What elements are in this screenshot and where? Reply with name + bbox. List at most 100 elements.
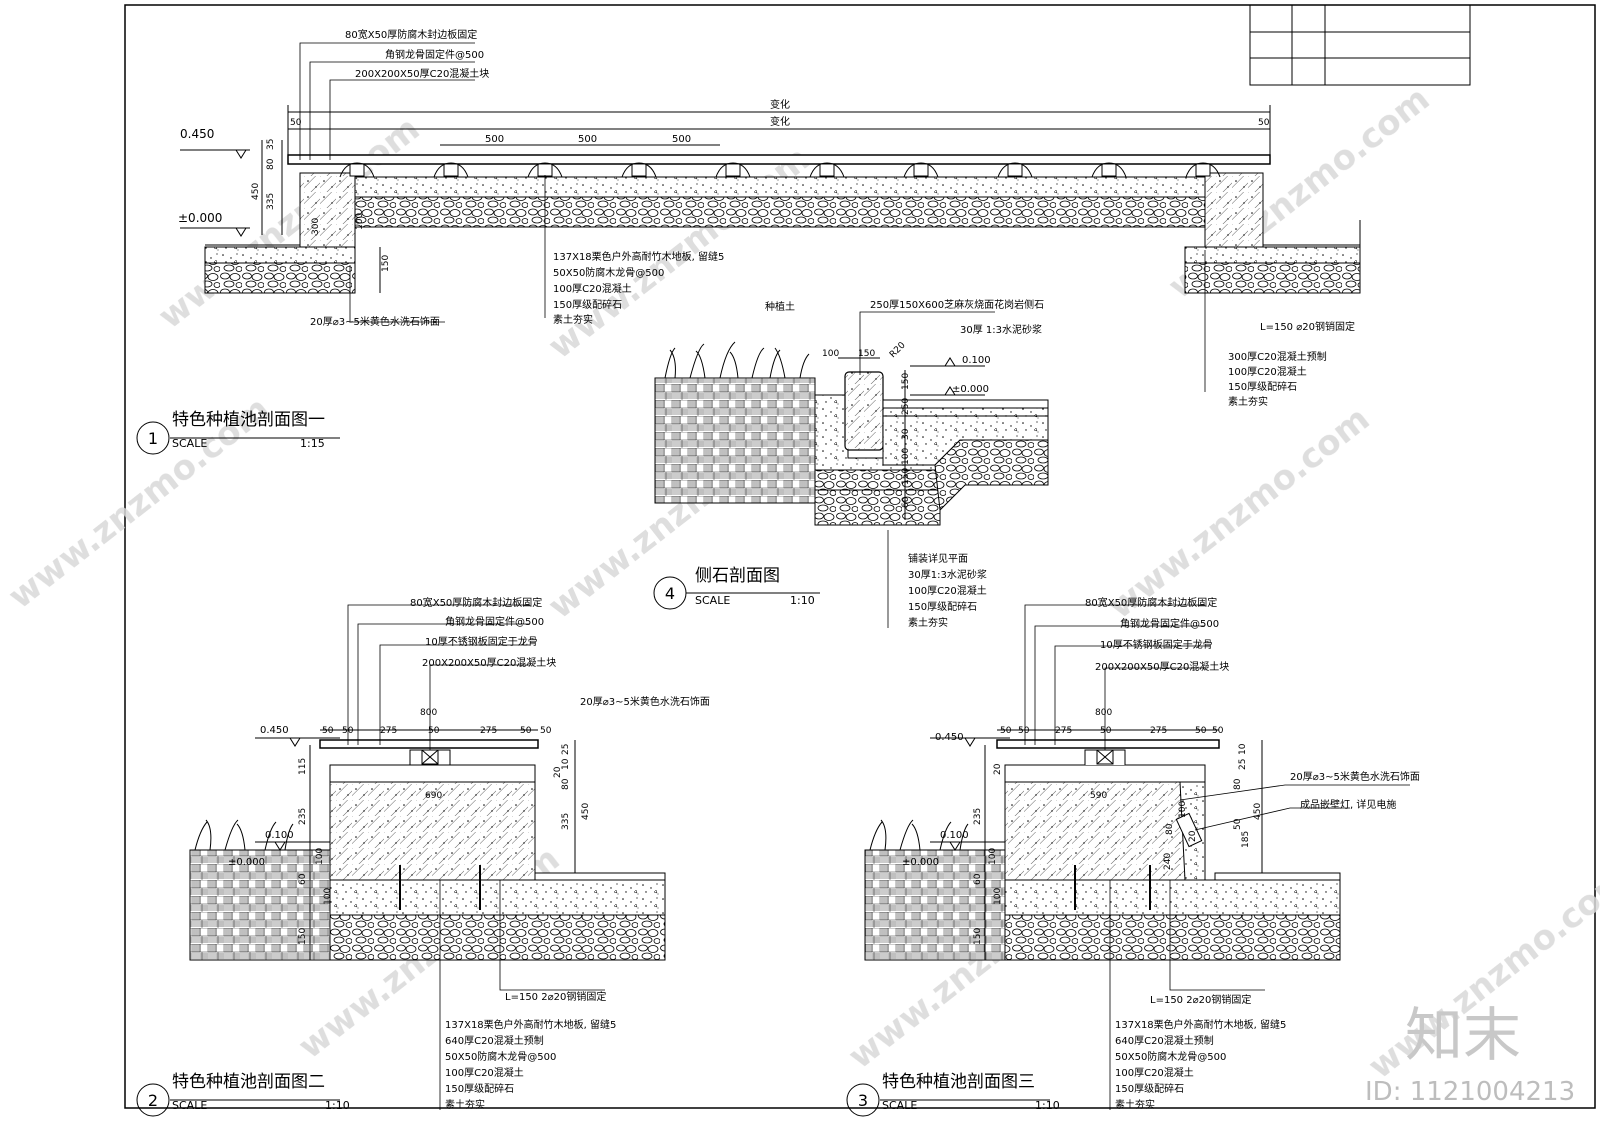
concrete-block xyxy=(621,162,657,178)
material-label: 100厚C20混凝土 xyxy=(445,1066,524,1079)
dimension-text: 80 xyxy=(1165,823,1175,835)
wood-joist xyxy=(913,163,929,177)
material-label: 30厚 1:3水泥砂浆 xyxy=(960,323,1042,336)
concrete-block xyxy=(997,162,1033,178)
section-number: 4 xyxy=(665,584,675,603)
concrete-block xyxy=(433,162,469,178)
scale-value: 1:15 xyxy=(300,437,325,450)
dimension-text: 10 xyxy=(1238,743,1248,755)
dimension-text: 变化 xyxy=(770,115,790,128)
dimension-text: 235 xyxy=(973,808,983,825)
dimension-text: 800 xyxy=(420,708,437,718)
scale-label: SCALE xyxy=(695,594,730,607)
wood-joist xyxy=(819,163,835,177)
dimension-text: 10 xyxy=(561,758,571,770)
dimension-text: 150 xyxy=(901,373,911,390)
material-label: 250厚150X600芝麻灰烧面花岗岩侧石 xyxy=(870,298,1044,311)
material-label: 150厚级配碎石 xyxy=(1115,1082,1184,1095)
material-label: 137X18栗色户外高耐竹木地板, 留缝5 xyxy=(445,1018,616,1031)
section-number: 2 xyxy=(148,1091,158,1110)
wood-joist xyxy=(1195,163,1211,177)
material-label: 80宽X50厚防腐木封边板固定 xyxy=(410,596,542,609)
level-mark: ±0.000 xyxy=(228,857,265,868)
material-label: 角钢龙骨固定件@500 xyxy=(385,48,484,61)
material-label: 20厚⌀3~5米黄色水洗石饰面 xyxy=(580,695,710,708)
concrete-block xyxy=(527,162,563,178)
material-label: 50X50防腐木龙骨@500 xyxy=(445,1050,556,1063)
material-label: 素土夯实 xyxy=(1228,395,1268,408)
dimension-text: 450 xyxy=(251,183,261,200)
dimension-text: 335 xyxy=(561,813,571,830)
scale-label: SCALE xyxy=(172,437,207,450)
concrete-block xyxy=(809,162,845,178)
section-number: 3 xyxy=(858,1091,868,1110)
section-2-drawing xyxy=(189,729,666,961)
dimension-text: 100 xyxy=(993,888,1003,905)
material-label: 100厚C20混凝土 xyxy=(553,282,632,295)
dimension-text: R20 xyxy=(888,340,908,360)
dimension-text: 150 xyxy=(858,349,875,359)
material-label: 种植土 xyxy=(765,300,795,313)
leader-lines xyxy=(299,42,1410,1110)
section-title: 特色种植池剖面图一 xyxy=(172,410,325,430)
material-label: 50X50防腐木龙骨@500 xyxy=(553,266,664,279)
dimension-text: 30 xyxy=(901,428,911,440)
dimension-text: 50 xyxy=(1212,726,1224,736)
material-label: 100厚C20混凝土 xyxy=(1228,365,1307,378)
level-mark: 0.100 xyxy=(265,830,294,841)
material-label: 137X18栗色户外高耐竹木地板, 留缝5 xyxy=(553,250,724,263)
dimension-text: 50 xyxy=(1100,726,1112,736)
section-4-drawing xyxy=(654,341,1049,526)
dimension-text: 150 xyxy=(901,468,911,485)
material-label: 100厚C20混凝土 xyxy=(1115,1066,1194,1079)
dimension-text: 50 xyxy=(342,726,354,736)
dimension-text: 25 xyxy=(1238,759,1248,770)
level-mark: 0.100 xyxy=(962,355,991,366)
dimension-text: 80 xyxy=(266,158,276,170)
dimension-text: 50 xyxy=(1233,818,1243,830)
section-title: 特色种植池剖面图二 xyxy=(172,1072,325,1092)
dimension-text: 100 xyxy=(1178,801,1188,818)
dimension-text: 100 xyxy=(988,848,998,865)
dimension-text: 50 xyxy=(1195,726,1207,736)
dimension-text: 20 xyxy=(553,766,563,778)
dimension-text: 500 xyxy=(672,134,691,145)
level-mark: 0.100 xyxy=(940,830,969,841)
dimension-text: 20 xyxy=(1188,830,1198,842)
material-label: 素土夯实 xyxy=(553,313,593,326)
dimension-text: 275 xyxy=(480,726,497,736)
dimension-text: 150 xyxy=(298,928,308,945)
dimension-text: 20 xyxy=(993,763,1003,775)
level-mark: ±0.000 xyxy=(902,857,939,868)
material-label: 50X50防腐木龙骨@500 xyxy=(1115,1050,1226,1063)
material-label: 200X200X50厚C20混凝土块 xyxy=(1095,660,1229,673)
material-label: L=150 ⌀20钢销固定 xyxy=(1260,320,1355,333)
concrete-block xyxy=(1091,162,1127,178)
scale-label: SCALE xyxy=(172,1099,207,1112)
material-label: 150厚级配碎石 xyxy=(908,600,977,613)
scale-value: 1:10 xyxy=(790,594,815,607)
title-block xyxy=(1249,4,1471,86)
material-label: 300厚C20混凝土预制 xyxy=(1228,350,1327,363)
dimension-text: 450 xyxy=(581,803,591,820)
wood-joist xyxy=(443,163,459,177)
level-mark: 0.450 xyxy=(260,725,289,736)
scale-value: 1:10 xyxy=(325,1099,350,1112)
dimension-text: 60 xyxy=(901,496,911,508)
dimension-text: 115 xyxy=(298,758,308,775)
material-label: 10厚不锈钢板固定于龙骨 xyxy=(425,635,538,648)
dimension-text: 275 xyxy=(380,726,397,736)
material-label: L=150 2⌀20钢销固定 xyxy=(1150,993,1251,1006)
material-label: 80宽X50厚防腐木封边板固定 xyxy=(345,28,477,41)
dimension-text: 690 xyxy=(425,791,442,801)
dimension-text: 35 xyxy=(266,139,276,150)
material-label: 80宽X50厚防腐木封边板固定 xyxy=(1085,596,1217,609)
dimension-text: 100 xyxy=(822,349,839,359)
material-label: 137X18栗色户外高耐竹木地板, 留缝5 xyxy=(1115,1018,1286,1031)
dimension-text: 50 xyxy=(290,118,302,128)
dimension-text: 60 xyxy=(973,873,983,885)
dimension-text: 100 xyxy=(355,213,365,230)
dimension-text: 250 xyxy=(901,398,911,415)
material-label: 150厚级配碎石 xyxy=(1228,380,1297,393)
dimension-text: 590 xyxy=(1090,791,1107,801)
